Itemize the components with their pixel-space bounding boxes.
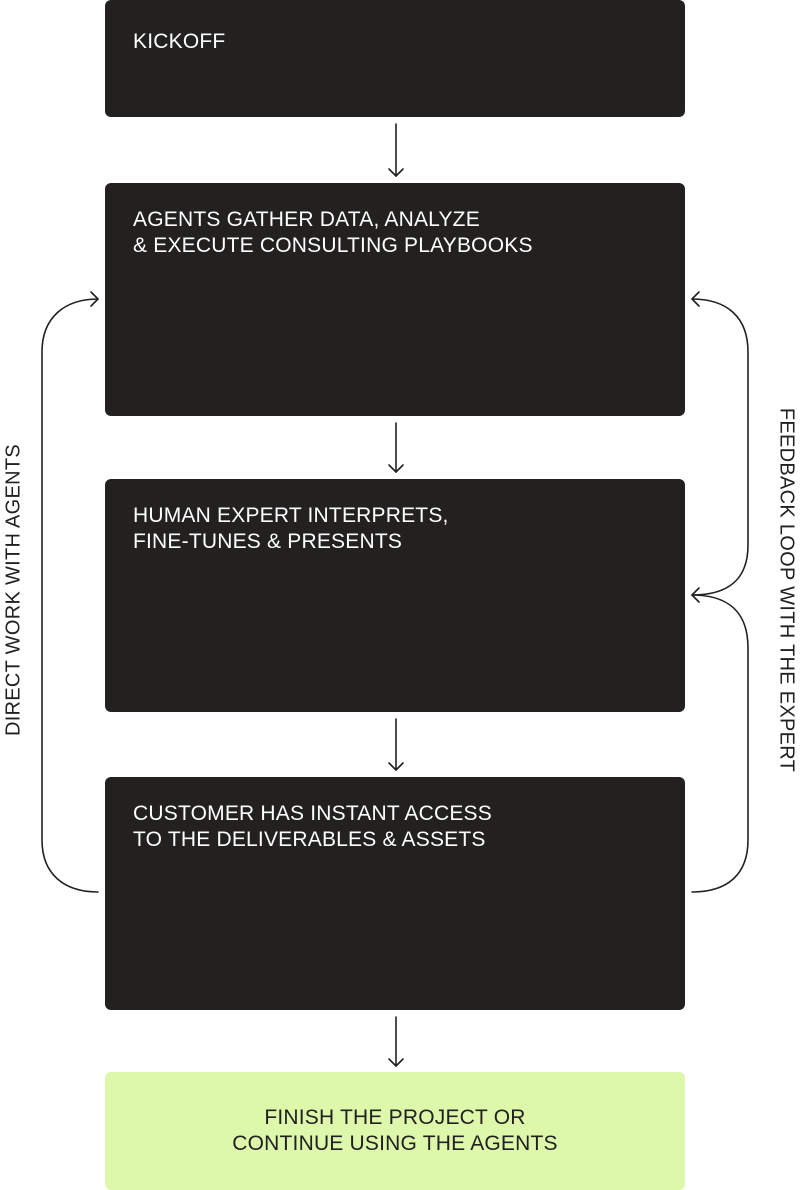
step-human-expert: HUMAN EXPERT INTERPRETS, FINE-TUNES & PR… [105,479,685,712]
step-kickoff: KICKOFF [105,0,685,117]
arrow-down-1 [388,123,404,177]
step-human-label: HUMAN EXPERT INTERPRETS, FINE-TUNES & PR… [133,504,449,553]
arrow-down-3 [388,718,404,771]
side-label-feedback-loop: FEEDBACK LOOP WITH THE EXPERT [775,407,798,773]
right-loop-arrow-lower [691,587,749,893]
step-kickoff-label: KICKOFF [133,30,226,53]
right-loop-arrow-upper [691,291,749,596]
left-loop-arrow [41,291,99,893]
step-agents-gather-data: AGENTS GATHER DATA, ANALYZE & EXECUTE CO… [105,183,685,416]
arrow-down-2 [388,422,404,473]
step-customer-access: CUSTOMER HAS INSTANT ACCESS TO THE DELIV… [105,777,685,1010]
step-agents-label: AGENTS GATHER DATA, ANALYZE & EXECUTE CO… [133,208,533,257]
step-customer-label: CUSTOMER HAS INSTANT ACCESS TO THE DELIV… [133,802,492,851]
side-label-direct-work: DIRECT WORK WITH AGENTS [2,443,25,737]
arrow-down-4 [388,1016,404,1067]
step-finish: FINISH THE PROJECT OR CONTINUE USING THE… [105,1072,685,1190]
step-finish-label: FINISH THE PROJECT OR CONTINUE USING THE… [232,1106,558,1155]
